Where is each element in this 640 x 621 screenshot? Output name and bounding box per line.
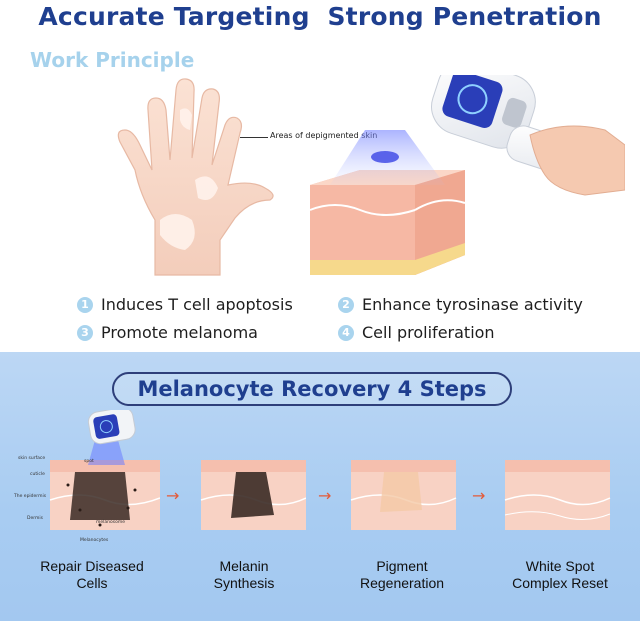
callout-line xyxy=(240,137,268,138)
step-1-label: Repair Diseased Cells xyxy=(40,558,144,591)
depigmented-skin-callout: Areas of depigmented skin xyxy=(270,131,378,140)
step-4-illustration xyxy=(504,460,611,530)
benefit-item: 4 Cell proliferation xyxy=(338,323,495,342)
benefit-text: Induces T cell apoptosis xyxy=(101,295,293,314)
step-2-label: Melanin Synthesis xyxy=(213,558,275,591)
step-3-label: Pigment Regeneration xyxy=(359,558,445,591)
number-badge: 4 xyxy=(338,324,354,341)
benefit-text: Promote melanoma xyxy=(101,323,258,342)
label-epidermis: The epidermis xyxy=(14,494,47,499)
number-badge: 3 xyxy=(77,324,93,341)
steps-title: Melanocyte Recovery 4 Steps xyxy=(112,372,512,406)
step-4-label: White Spot Complex Reset xyxy=(512,558,608,591)
work-principle-heading: Work Principle xyxy=(30,48,195,72)
number-badge: 2 xyxy=(338,296,354,313)
arrow-right-icon: → xyxy=(472,486,486,505)
label-melanocytes: Melanocytes xyxy=(80,538,109,543)
benefit-text: Cell proliferation xyxy=(362,323,495,342)
skin-cross-section-with-device xyxy=(309,75,625,275)
label-melanosome: melanosome xyxy=(96,520,126,525)
label-spot: spot xyxy=(84,459,94,464)
arrow-right-icon: → xyxy=(318,486,332,505)
step-3-illustration xyxy=(350,460,457,530)
benefits-list: 1 Induces T cell apoptosis 2 Enhance tyr… xyxy=(0,295,640,347)
benefit-item: 1 Induces T cell apoptosis xyxy=(77,295,293,314)
step-1-illustration xyxy=(49,410,160,530)
number-badge: 1 xyxy=(77,296,93,313)
benefit-item: 2 Enhance tyrosinase activity xyxy=(338,295,583,314)
benefit-text: Enhance tyrosinase activity xyxy=(362,295,583,314)
headline: Accurate Targeting Strong Penetration xyxy=(38,2,602,31)
arrow-right-icon: → xyxy=(166,486,180,505)
label-dermis: Dermis xyxy=(27,516,43,521)
benefit-item: 3 Promote melanoma xyxy=(77,323,258,342)
step-2-illustration xyxy=(200,460,306,530)
hand-illustration xyxy=(117,78,274,276)
label-skin-surface: skin surface xyxy=(18,456,46,461)
label-cuticle: cuticle xyxy=(30,472,45,477)
